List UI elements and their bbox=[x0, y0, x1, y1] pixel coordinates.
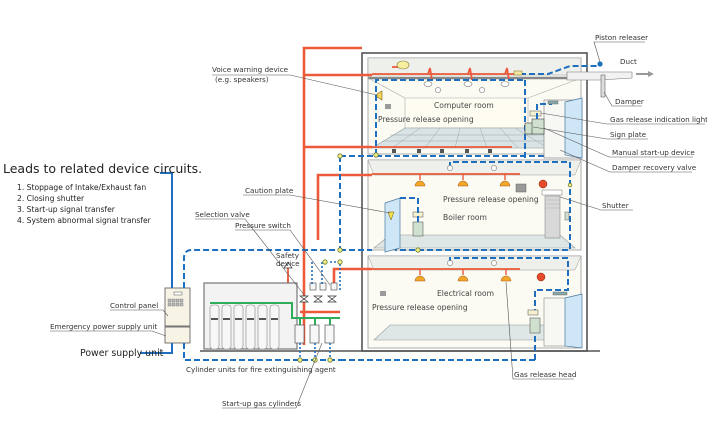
caution-plate-icon bbox=[387, 211, 395, 221]
pressure-release-opening-icon bbox=[380, 291, 386, 296]
cylinder-units bbox=[203, 282, 340, 350]
door-computer-room bbox=[564, 97, 583, 159]
boiler-room-label: Boiler room bbox=[443, 213, 487, 222]
related-circuit-item: 2. Closing shutter bbox=[17, 194, 85, 203]
emergency-power-supply-label: Emergency power supply unit bbox=[50, 322, 157, 331]
boiler-room: Pressure release opening Boiler room bbox=[367, 159, 582, 253]
alarm-lamp-boiler bbox=[538, 179, 548, 189]
related-circuits-heading: Leads to related device circuits. bbox=[3, 161, 202, 176]
floor-nozzles bbox=[392, 149, 492, 153]
junction-nodes bbox=[297, 152, 421, 363]
damper-recovery-valve-label: Damper recovery valve bbox=[612, 163, 697, 172]
pressure-release-opening-label-boiler: Pressure release opening bbox=[443, 195, 539, 204]
gas-release-indication-light-label: Gas release indication light bbox=[610, 115, 707, 124]
control-panel-box bbox=[164, 287, 191, 327]
related-circuit-item: 1. Stoppage of Intake/Exhaust fan bbox=[17, 183, 146, 192]
door-electrical-room bbox=[564, 293, 583, 349]
piston-releaser-icon bbox=[597, 61, 603, 67]
selection-valves bbox=[298, 295, 338, 303]
nozzle-heads-electrical bbox=[414, 269, 512, 282]
power-supply-unit-label: Power supply unit bbox=[80, 348, 164, 359]
manual-startup-device-electrical bbox=[529, 317, 541, 334]
duct-assembly bbox=[513, 61, 654, 98]
piston-releaser-label: Piston releaser bbox=[595, 33, 648, 42]
pressure-switches bbox=[309, 282, 338, 291]
pressure-release-opening-label-computer: Pressure release opening bbox=[378, 115, 474, 124]
duct bbox=[566, 71, 633, 81]
duct-arrow-icon bbox=[648, 71, 654, 77]
alarm-lamp-electrical bbox=[536, 272, 546, 282]
related-circuit-item: 4. System abnormal signal transfer bbox=[17, 216, 152, 225]
callouts: Voice warning device (e.g. speakers) Pis… bbox=[50, 33, 707, 409]
emergency-power-supply-box bbox=[164, 326, 191, 344]
selection-valve-label: Selection valve bbox=[195, 210, 250, 219]
voice-warning-device-label: Voice warning device bbox=[212, 65, 289, 74]
safety-device-label: Safety bbox=[276, 251, 300, 260]
agent-pipe-boiler bbox=[316, 173, 372, 240]
gas-release-indication-light-icon bbox=[529, 110, 542, 117]
caution-plate-label: Caution plate bbox=[245, 186, 294, 195]
manual-startup-device-boiler bbox=[412, 221, 424, 237]
control-panel-label: Control panel bbox=[110, 301, 158, 310]
control-panel bbox=[140, 172, 191, 354]
gas-release-head-label: Gas release head bbox=[514, 370, 576, 379]
computer-room: Computer room Pressure release opening bbox=[340, 57, 583, 160]
electrical-room: Electrical room Pressure release opening bbox=[367, 255, 583, 360]
nozzle-heads-computer bbox=[423, 81, 510, 93]
pressure-release-opening-icon bbox=[385, 104, 391, 109]
boiler-room-floor bbox=[373, 234, 576, 249]
pressure-switch-label: Pressure switch bbox=[235, 221, 291, 230]
electrical-room-label: Electrical room bbox=[437, 289, 494, 298]
nozzle-heads-boiler bbox=[414, 174, 511, 187]
signal-wiring bbox=[183, 152, 536, 363]
duct-label: Duct bbox=[620, 57, 637, 66]
manual-startup-device-label: Manual start-up device bbox=[612, 148, 695, 157]
signal-wiring-computer bbox=[375, 79, 525, 155]
safety-device-icon bbox=[283, 261, 293, 269]
signal-loop-upper bbox=[183, 249, 340, 288]
sign-plate-label: Sign plate bbox=[610, 130, 647, 139]
pressure-release-opening-icon bbox=[515, 183, 527, 193]
cylinder-units-label: Cylinder units for fire extinguishing ag… bbox=[186, 365, 336, 374]
speaker-icon bbox=[396, 60, 410, 70]
damper-label: Damper bbox=[615, 97, 644, 106]
pressure-release-opening-label-electrical: Pressure release opening bbox=[372, 303, 468, 312]
computer-room-label: Computer room bbox=[434, 101, 494, 110]
manual-startup-device-icon bbox=[531, 118, 545, 135]
startup-gas-cylinders-label: Start-up gas cylinders bbox=[222, 399, 301, 408]
damper-icon bbox=[600, 74, 606, 98]
related-circuit-item: 3. Start-up signal transfer bbox=[17, 205, 116, 214]
agent-main-pipe bbox=[302, 46, 362, 345]
voice-warning-device-sublabel: (e.g. speakers) bbox=[215, 75, 269, 84]
safety-device-sublabel: device bbox=[276, 259, 300, 268]
related-circuits-wire bbox=[160, 172, 173, 288]
voice-warning-speaker-icon bbox=[376, 90, 383, 101]
related-circuits-legend: Leads to related device circuits. 1. Sto… bbox=[3, 161, 202, 225]
shutter-label: Shutter bbox=[602, 201, 629, 210]
door-boiler-room bbox=[384, 197, 401, 253]
startup-gas-cylinders bbox=[294, 324, 335, 344]
shutter-icon bbox=[544, 195, 561, 239]
